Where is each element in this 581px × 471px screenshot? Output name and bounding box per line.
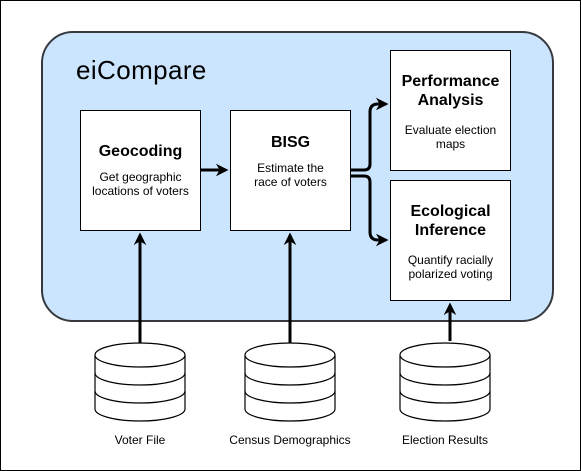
ecological-inference-description: Quantify racially polarized voting	[407, 253, 494, 281]
performance-analysis-title: Performance Analysis	[401, 73, 500, 109]
bisg-description: Estimate the race of voters	[254, 161, 327, 189]
performance-analysis-box: Performance Analysis Evaluate election m…	[390, 50, 511, 171]
arrow-bisg-to-ecological	[351, 174, 389, 247]
census-database-icon	[244, 342, 336, 422]
ecological-inference-title: Ecological Inference	[410, 203, 491, 239]
census-demographics-label: Census Demographics	[229, 433, 351, 447]
geocoding-description: Get geographic locations of voters	[92, 170, 189, 198]
voter-file-label: Voter File	[114, 433, 166, 447]
diagram-title: eiCompare	[76, 55, 207, 85]
performance-analysis-description: Evaluate election maps	[404, 123, 497, 151]
bisg-box: BISG Estimate the race of voters	[230, 110, 351, 231]
geocoding-title: Geocoding	[98, 143, 183, 160]
arrow-bisg-to-performance	[351, 97, 389, 172]
election-results-database-icon	[399, 342, 491, 422]
bisg-title: BISG	[270, 134, 311, 151]
election-results-label: Election Results	[401, 433, 489, 447]
voter-file-database-icon	[94, 342, 186, 422]
geocoding-box: Geocoding Get geographic locations of vo…	[80, 110, 201, 231]
ecological-inference-box: Ecological Inference Quantify racially p…	[390, 180, 511, 301]
